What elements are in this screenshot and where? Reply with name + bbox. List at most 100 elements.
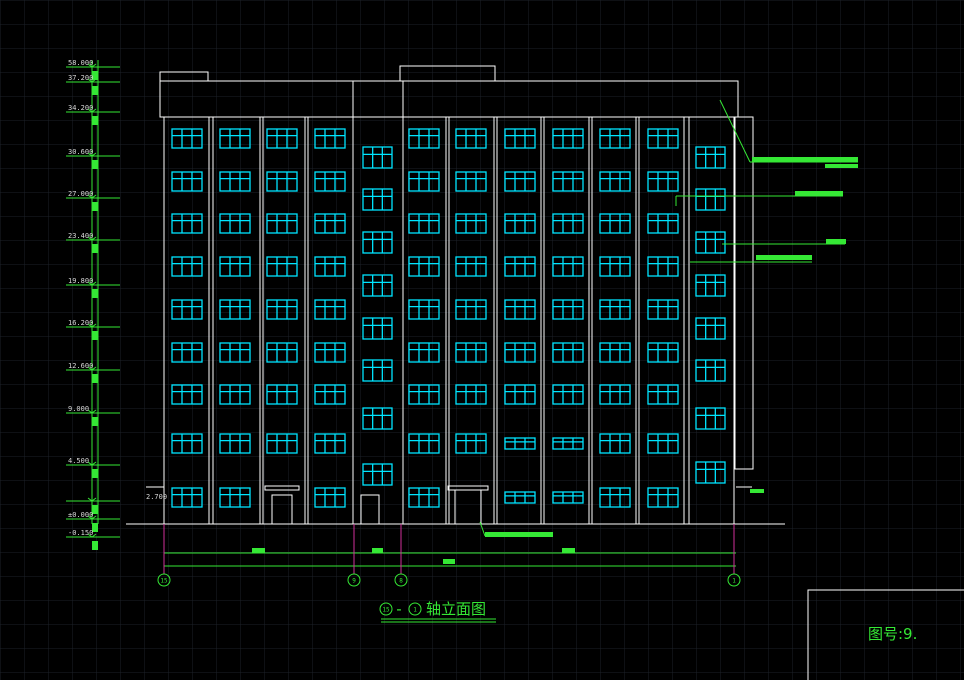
window <box>552 299 584 320</box>
window <box>219 384 251 405</box>
figure-number: 图号:9. <box>868 625 917 643</box>
window <box>599 487 631 508</box>
level-mark: 2.700 <box>66 493 167 514</box>
axis-label: 9 <box>352 578 356 585</box>
window <box>504 128 536 149</box>
window <box>504 171 536 192</box>
axis-label: 15 <box>160 578 168 585</box>
window <box>314 384 346 405</box>
window <box>647 433 679 454</box>
window <box>599 433 631 454</box>
window <box>362 463 393 486</box>
window <box>266 128 298 149</box>
window <box>455 256 487 277</box>
window <box>314 256 346 277</box>
window <box>266 299 298 320</box>
window <box>408 487 440 508</box>
window <box>219 487 251 508</box>
window <box>599 299 631 320</box>
figure-number-box: 图号:9. <box>807 589 964 680</box>
window <box>266 256 298 277</box>
window <box>695 407 726 430</box>
axis-bubble-8: 8 <box>394 573 408 587</box>
window <box>552 491 584 504</box>
window <box>219 433 251 454</box>
window <box>266 433 298 454</box>
window <box>695 461 726 484</box>
window <box>219 171 251 192</box>
level-mark: 58.000 <box>66 59 120 80</box>
window <box>455 342 487 363</box>
window <box>552 342 584 363</box>
level-label: 23.400 <box>68 232 93 240</box>
window <box>314 342 346 363</box>
window <box>504 213 536 234</box>
window <box>314 299 346 320</box>
window <box>362 146 393 169</box>
window <box>455 299 487 320</box>
title-axis-start: 15 <box>382 607 390 614</box>
window <box>171 433 203 454</box>
window <box>219 128 251 149</box>
window <box>266 213 298 234</box>
window <box>266 342 298 363</box>
window <box>647 171 679 192</box>
axis-dimension-bars <box>252 548 575 564</box>
window <box>599 256 631 277</box>
window <box>695 146 726 169</box>
level-label: 9.000 <box>68 405 89 413</box>
windows <box>171 128 726 508</box>
level-mark: 12.600 <box>66 362 120 383</box>
window <box>171 299 203 320</box>
window <box>504 299 536 320</box>
window <box>695 274 726 297</box>
window <box>408 256 440 277</box>
window <box>171 384 203 405</box>
annotation-bars <box>485 157 858 537</box>
window <box>504 384 536 405</box>
level-mark: 30.600 <box>66 148 120 169</box>
window <box>647 342 679 363</box>
level-mark: ±0.000 <box>66 511 120 532</box>
window <box>314 213 346 234</box>
window <box>552 437 584 450</box>
level-label: 34.200 <box>68 104 93 112</box>
axis-bubble-1: 1 <box>727 573 741 587</box>
window <box>455 128 487 149</box>
level-mark: 4.500 <box>66 457 120 478</box>
window <box>266 384 298 405</box>
level-label: 16.200 <box>68 319 93 327</box>
window <box>408 299 440 320</box>
window <box>647 128 679 149</box>
window <box>171 171 203 192</box>
bay-lines <box>208 117 690 524</box>
window <box>455 171 487 192</box>
level-label: 58.000 <box>68 59 93 67</box>
window <box>552 384 584 405</box>
level-label: 12.600 <box>68 362 93 370</box>
window <box>362 317 393 340</box>
level-label: 19.800 <box>68 277 93 285</box>
window <box>695 359 726 382</box>
level-label: 2.700 <box>146 493 167 501</box>
window <box>455 213 487 234</box>
window <box>647 299 679 320</box>
window <box>408 384 440 405</box>
level-mark: 23.400 <box>66 232 120 253</box>
level-label: 30.600 <box>68 148 93 156</box>
window <box>314 433 346 454</box>
window <box>219 256 251 277</box>
window <box>314 171 346 192</box>
level-label: 27.000 <box>68 190 93 198</box>
window <box>552 128 584 149</box>
window <box>362 359 393 382</box>
window <box>408 171 440 192</box>
window <box>455 384 487 405</box>
window <box>362 274 393 297</box>
window <box>266 171 298 192</box>
level-label: 4.500 <box>68 457 89 465</box>
window <box>552 256 584 277</box>
window <box>408 433 440 454</box>
